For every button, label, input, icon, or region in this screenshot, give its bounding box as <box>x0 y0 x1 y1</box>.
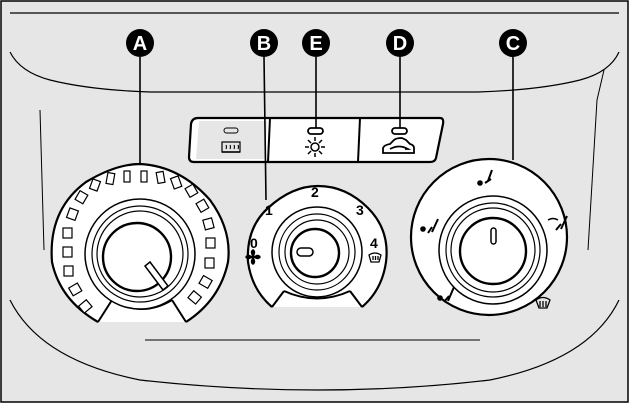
windscreen-demist-icon <box>368 252 382 263</box>
right-panel-edge-top <box>596 69 605 101</box>
fan-position-4: 4 <box>370 235 378 251</box>
windscreen-demist-icon <box>535 296 551 309</box>
air-distribution-pointer <box>490 227 497 245</box>
fan-speed-pointer <box>296 247 314 257</box>
vent-face-feet-icon <box>420 218 439 234</box>
rear-defrost-button[interactable] <box>221 127 241 153</box>
callout-b-label: B <box>257 33 271 55</box>
callout-e-label: E <box>309 33 322 55</box>
temperature-dial[interactable] <box>50 162 230 323</box>
callout-c-label: C <box>506 33 520 55</box>
temperature-pointer <box>143 260 170 292</box>
callout-b: B <box>250 29 278 201</box>
callout-e: E <box>302 29 330 128</box>
callout-a-label: A <box>133 33 147 55</box>
vent-face-icon <box>477 169 493 186</box>
callout-c: C <box>499 29 527 160</box>
vent-feet-icon <box>437 286 455 303</box>
button-strip <box>187 116 445 164</box>
fan-position-3: 3 <box>356 202 364 218</box>
upper-bezel <box>10 13 619 112</box>
left-panel-edge <box>39 109 45 251</box>
rear-window-defrost-icon <box>221 141 241 153</box>
lower-panel-curve <box>9 299 620 391</box>
callout-a: A <box>126 29 154 165</box>
vent-feet-windscreen-icon <box>547 215 568 231</box>
fan-position-0: 0 <box>250 235 258 251</box>
callout-d-label: D <box>393 33 407 55</box>
fan-icon <box>245 249 261 265</box>
air-distribution-dial[interactable] <box>409 157 569 317</box>
fan-speed-dial[interactable]: 0 1 2 3 4 <box>245 184 388 308</box>
callout-d: D <box>386 29 414 128</box>
right-panel-edge <box>587 99 598 251</box>
air-recirculation-icon <box>382 137 415 154</box>
fan-position-1: 1 <box>265 202 273 218</box>
snowflake-ac-icon <box>305 137 325 157</box>
upper-bezel-curve <box>9 51 620 93</box>
temperature-scale-marks <box>62 170 216 314</box>
fan-position-2: 2 <box>311 184 319 200</box>
